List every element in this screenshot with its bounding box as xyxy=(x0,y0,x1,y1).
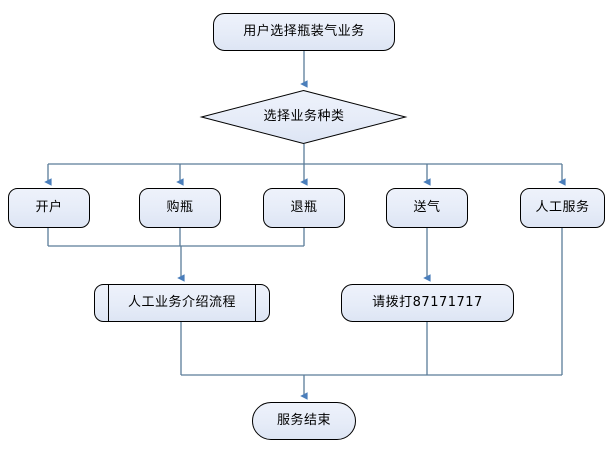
node-start[interactable] xyxy=(213,13,395,51)
node-option-manual-service[interactable] xyxy=(520,188,605,228)
node-call-number[interactable] xyxy=(341,284,514,322)
node-option-deliver-gas[interactable] xyxy=(386,188,468,228)
node-predefined-process[interactable] xyxy=(94,284,270,322)
node-option-return-bottle[interactable] xyxy=(263,188,345,228)
node-decision[interactable] xyxy=(199,89,408,145)
node-option-open-account[interactable] xyxy=(8,188,90,228)
node-option-buy-bottle[interactable] xyxy=(139,188,221,228)
node-end[interactable] xyxy=(252,402,356,440)
